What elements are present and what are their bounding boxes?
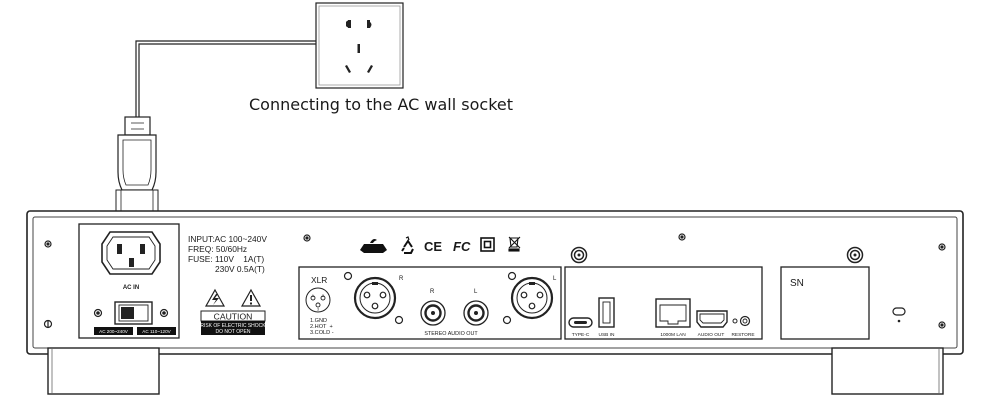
spec-freq: FREQ: 50/60Hz <box>188 244 247 254</box>
exclamation-warning-icon <box>240 288 262 307</box>
voltage-label-110: AC 110~120V <box>142 329 171 334</box>
type-c-port[interactable] <box>568 317 593 328</box>
ce-mark: CE <box>424 239 442 254</box>
ac-in-label: AC IN <box>123 285 139 291</box>
svg-text:2: 2 <box>322 294 324 298</box>
svg-text:3: 3 <box>317 308 319 312</box>
hdmi-audio-out-port[interactable] <box>696 310 728 328</box>
usb-in-label: USB IN <box>599 332 616 338</box>
restore-button[interactable] <box>739 315 751 327</box>
voltage-selector-switch[interactable] <box>114 301 153 325</box>
pin-legend-hot: 2.HOT + <box>310 324 333 330</box>
caution-title: CAUTION <box>214 312 253 322</box>
xlr-label: XLR <box>311 275 327 285</box>
spec-fuse-230: 230V 0.5A(T) <box>215 264 265 274</box>
restore-label: RESTORE <box>731 332 754 338</box>
foot-right <box>831 347 944 395</box>
module-screws <box>93 308 169 318</box>
pin-legend-cold: 3.COLD - <box>310 330 334 336</box>
xlr-output-right[interactable] <box>353 276 397 320</box>
caution-text-line-1: RISK OF ELECTRIC SHOCK <box>200 323 266 329</box>
antenna-connector-left[interactable] <box>570 246 588 264</box>
stereo-audio-out-label: STEREO AUDIO OUT <box>424 331 478 337</box>
diagram-caption: Connecting to the AC wall socket <box>249 95 513 114</box>
double-insulation-icon <box>480 237 495 252</box>
electric-shock-warning-icon <box>204 288 226 307</box>
lan-port[interactable] <box>655 298 691 328</box>
weee-bin-icon <box>508 236 521 252</box>
xlr-pin-diagram-icon: 1 2 3 <box>305 287 331 313</box>
xlr-pin-legend: 1.GND 2.HOT + 3.COLD - <box>310 318 334 336</box>
chassis-screws <box>43 233 946 329</box>
xlr-left-label: L <box>553 276 557 282</box>
wall-socket <box>315 2 404 89</box>
rca-left-label: L <box>474 289 478 295</box>
antenna-connector-right[interactable] <box>846 246 864 264</box>
fcc-mark: FC <box>453 239 471 254</box>
xlr-right-label: R <box>399 276 404 282</box>
serial-number-panel: SN <box>780 246 870 340</box>
recycle-icon <box>401 236 414 254</box>
spec-fuse-110: FUSE: 110V 1A(T) <box>188 254 264 264</box>
foot-left <box>47 347 160 395</box>
security-slot-icon <box>892 307 906 323</box>
rca-output-right[interactable] <box>420 300 446 326</box>
ac-inlet[interactable] <box>101 231 161 275</box>
xlr-output-left[interactable] <box>510 276 554 320</box>
voltage-label-220: AC 200~240V <box>99 329 129 334</box>
audio-out-label: AUDIO OUT <box>698 332 725 338</box>
audio-output-section: XLR 1 2 3 1.GND 2.HOT + 3.COLD - R <box>298 266 562 340</box>
svg-text:1: 1 <box>312 294 314 298</box>
caution-text-line-2: DO NOT OPEN <box>216 329 251 335</box>
rca-right-label: R <box>430 289 435 295</box>
rca-output-left[interactable] <box>463 300 489 326</box>
power-module: AC IN AC 200~240V AC 110~120V <box>78 223 180 339</box>
status-led <box>732 318 738 324</box>
spec-input: INPUT:AC 100~240V <box>188 234 267 244</box>
type-c-label: TYPE-C <box>572 332 590 338</box>
sn-label: SN <box>790 278 804 289</box>
power-cord <box>115 40 316 236</box>
digital-io-section: TYPE-C USB IN 1000M LAN AUDIO OUT RESTOR… <box>564 246 763 340</box>
certification-marks: CE FC <box>360 236 521 254</box>
power-specs: INPUT:AC 100~240V FREQ: 50/60Hz FUSE: 11… <box>188 234 267 274</box>
lan-label: 1000M LAN <box>660 332 686 338</box>
pin-legend-gnd: 1.GND <box>310 318 327 324</box>
usb-in-port[interactable] <box>598 297 615 328</box>
socket-holes-icon <box>345 20 373 73</box>
rohs-logo-icon <box>360 239 387 253</box>
caution-label: CAUTION RISK OF ELECTRIC SHOCK DO NOT OP… <box>200 288 266 335</box>
